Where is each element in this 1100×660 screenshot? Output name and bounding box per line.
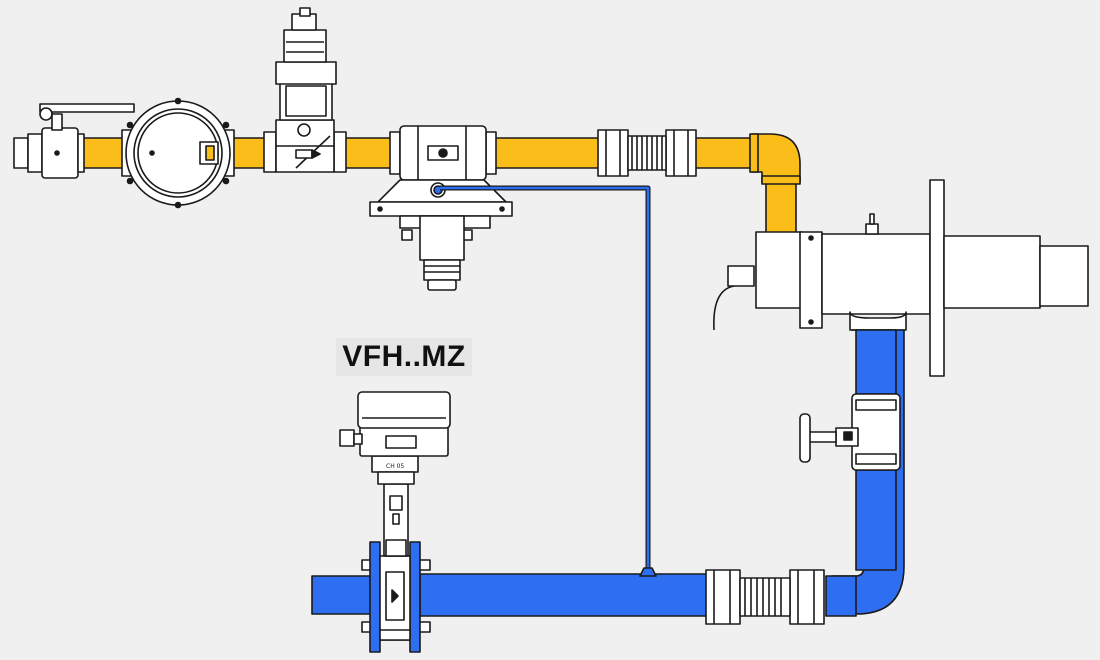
gas-filter	[121, 97, 235, 209]
actuator-stamp: CH 05	[386, 463, 404, 470]
solenoid-valve	[263, 7, 347, 173]
needle-valve	[799, 393, 901, 471]
air-flexible-hose	[705, 569, 825, 625]
pressure-regulator	[369, 125, 513, 291]
gas-flexible-hose	[597, 129, 697, 177]
butterfly-valve	[339, 391, 451, 653]
valve-model-label: VFH..MZ	[336, 338, 472, 376]
burner	[713, 179, 1089, 377]
ball-valve	[13, 103, 135, 179]
gas-elbow	[749, 133, 801, 185]
impulse-line	[440, 185, 651, 576]
